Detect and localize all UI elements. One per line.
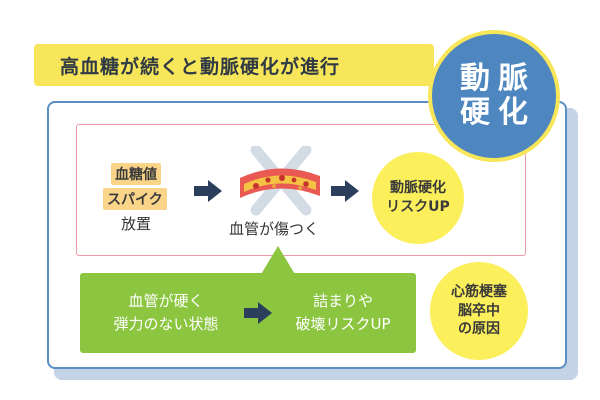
arteriosclerosis-badge: 動脈 硬化 [428, 30, 560, 162]
title-banner [34, 44, 434, 86]
process-frame [76, 124, 526, 256]
arrow-right-icon [194, 180, 222, 202]
arrow-right-icon [244, 302, 272, 324]
spike-tag: スパイク [103, 188, 167, 210]
disease-cause-circle: 心筋梗塞 脳卒中 の原因 [430, 262, 528, 360]
neglect-label: 放置 [121, 215, 152, 233]
callout-pointer [260, 246, 296, 276]
blood-sugar-tag: 血糖値 [111, 163, 161, 185]
badge-line-2: 硬化 [460, 95, 536, 130]
arrow-right-icon [331, 180, 359, 202]
risk-line-2: リスクUP [386, 199, 450, 215]
badge-line-1: 動脈 [460, 60, 536, 96]
risk-line-1: 動脈硬化 [389, 180, 446, 197]
page-title: 高血糖が続くと動脈硬化が進行 [60, 56, 341, 78]
atherosclerosis-risk-circle: 動脈硬化 リスクUP [372, 152, 464, 244]
blockage-risk-text: 詰まりや 破壊リスクUP [295, 292, 391, 333]
vessel-damage-label: 血管が傷つく [229, 220, 320, 238]
hardened-vessel-text: 血管が硬く 弾力のない状態 [113, 292, 219, 333]
damaged-vessel-icon [234, 144, 324, 218]
